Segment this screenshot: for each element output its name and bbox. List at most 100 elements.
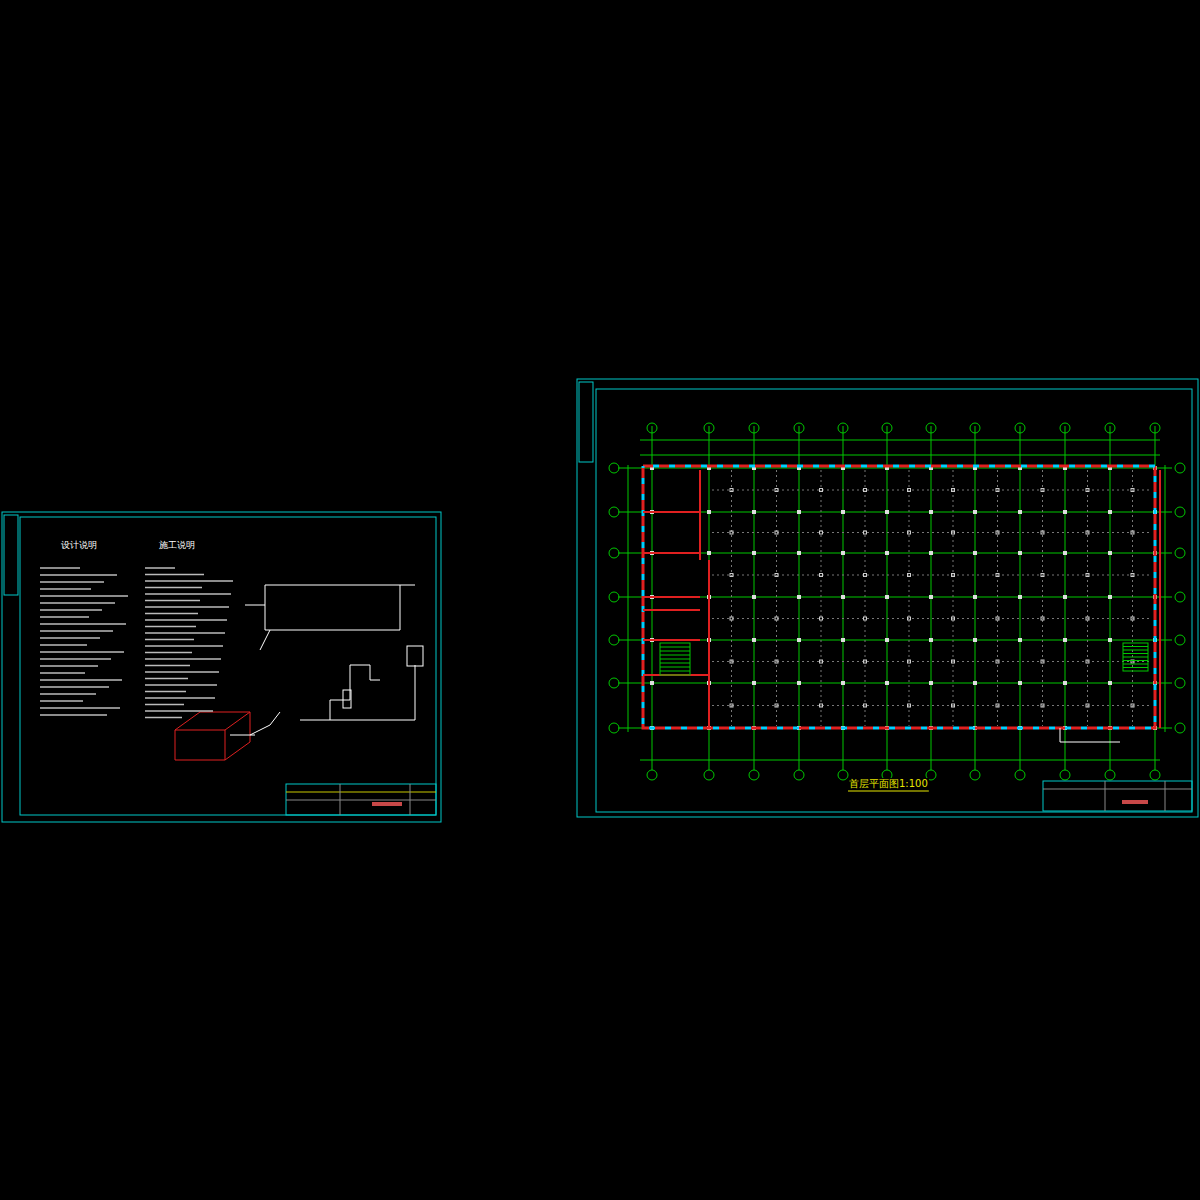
note-line <box>40 609 102 611</box>
sprinkler <box>775 617 778 620</box>
note-line <box>40 672 85 674</box>
binding-strip <box>579 382 593 462</box>
sprinkler <box>1041 574 1044 577</box>
note-line <box>145 697 215 699</box>
sprinkler <box>1131 704 1134 707</box>
note-line <box>40 658 111 660</box>
sprinkler <box>1041 617 1044 620</box>
column <box>1063 551 1067 555</box>
axis-bubble <box>970 423 980 433</box>
note-line <box>40 679 122 681</box>
column <box>1108 681 1112 685</box>
column <box>973 551 977 555</box>
pipe <box>260 630 415 720</box>
note-line <box>40 700 83 702</box>
left-title-block <box>286 784 436 815</box>
axis-bubble <box>1105 423 1115 433</box>
note-line <box>40 574 117 576</box>
wall <box>1159 470 1161 728</box>
stair-tread <box>660 663 690 664</box>
column <box>885 510 889 514</box>
sprinkler <box>864 617 867 620</box>
grid-axis <box>618 553 1172 554</box>
note-line <box>145 619 227 621</box>
stair-tread <box>1123 664 1148 665</box>
note-line <box>145 665 190 667</box>
grid-axis <box>618 597 1172 598</box>
stair-tread <box>660 659 690 660</box>
column <box>929 510 933 514</box>
sprinkler <box>730 660 733 663</box>
axis-bubble <box>704 423 714 433</box>
pipe <box>1060 742 1120 743</box>
axis-bubble <box>1015 423 1025 433</box>
stair-tread <box>1123 650 1148 651</box>
sprinkler <box>1086 704 1089 707</box>
sheet-inner-border <box>596 389 1192 812</box>
sub-grid <box>1042 470 1043 726</box>
note-line <box>40 602 115 604</box>
note-line <box>40 623 126 625</box>
note-line <box>40 637 100 639</box>
sheet-border <box>577 379 1198 817</box>
sprinkler <box>996 660 999 663</box>
column <box>973 595 977 599</box>
column <box>885 551 889 555</box>
column <box>752 681 756 685</box>
axis-bubble <box>647 770 657 780</box>
sprinkler <box>775 531 778 534</box>
column <box>1018 595 1022 599</box>
note-line <box>40 595 128 597</box>
sheet-border <box>2 512 441 822</box>
column <box>973 681 977 685</box>
equipment <box>407 646 423 666</box>
tank-cube <box>175 712 250 760</box>
column <box>929 595 933 599</box>
stair-tread <box>660 647 690 648</box>
sprinkler <box>1086 660 1089 663</box>
sub-grid <box>731 470 732 726</box>
sprinkler <box>864 704 867 707</box>
sprinkler <box>952 489 955 492</box>
sprinkler <box>952 704 955 707</box>
column <box>1018 681 1022 685</box>
stair <box>1123 643 1148 671</box>
sprinkler <box>1041 489 1044 492</box>
sheet-frames <box>2 379 1198 822</box>
axis-bubble <box>1175 592 1185 602</box>
title-rule <box>286 792 436 793</box>
sprinkler <box>1086 531 1089 534</box>
sprinkler <box>1041 531 1044 534</box>
column <box>885 681 889 685</box>
sprinkler <box>1086 489 1089 492</box>
axis-bubble <box>794 770 804 780</box>
axis-bubble <box>749 423 759 433</box>
sprinkler <box>864 574 867 577</box>
note-line <box>40 630 113 632</box>
sprinkler <box>820 617 823 620</box>
sub-grid <box>712 661 1152 662</box>
note-line <box>40 693 96 695</box>
binding-strip <box>4 515 18 595</box>
section-heading: 施工说明 <box>158 541 196 551</box>
note-line <box>145 567 175 569</box>
sprinkler <box>820 660 823 663</box>
axis-bubble <box>609 548 619 558</box>
note-line <box>145 710 213 712</box>
column <box>752 510 756 514</box>
title-mark <box>372 802 402 806</box>
axis-bubble <box>1150 423 1160 433</box>
note-line <box>145 593 231 595</box>
sub-grid <box>776 470 777 726</box>
note-line <box>40 588 91 590</box>
column <box>1063 510 1067 514</box>
sprinkler <box>908 489 911 492</box>
column <box>1108 510 1112 514</box>
column <box>973 638 977 642</box>
axis-bubble <box>882 423 892 433</box>
sprinkler <box>820 489 823 492</box>
sprinkler <box>1041 704 1044 707</box>
right-title-block <box>1043 781 1192 811</box>
axis-bubble <box>970 770 980 780</box>
sprinkler <box>730 531 733 534</box>
